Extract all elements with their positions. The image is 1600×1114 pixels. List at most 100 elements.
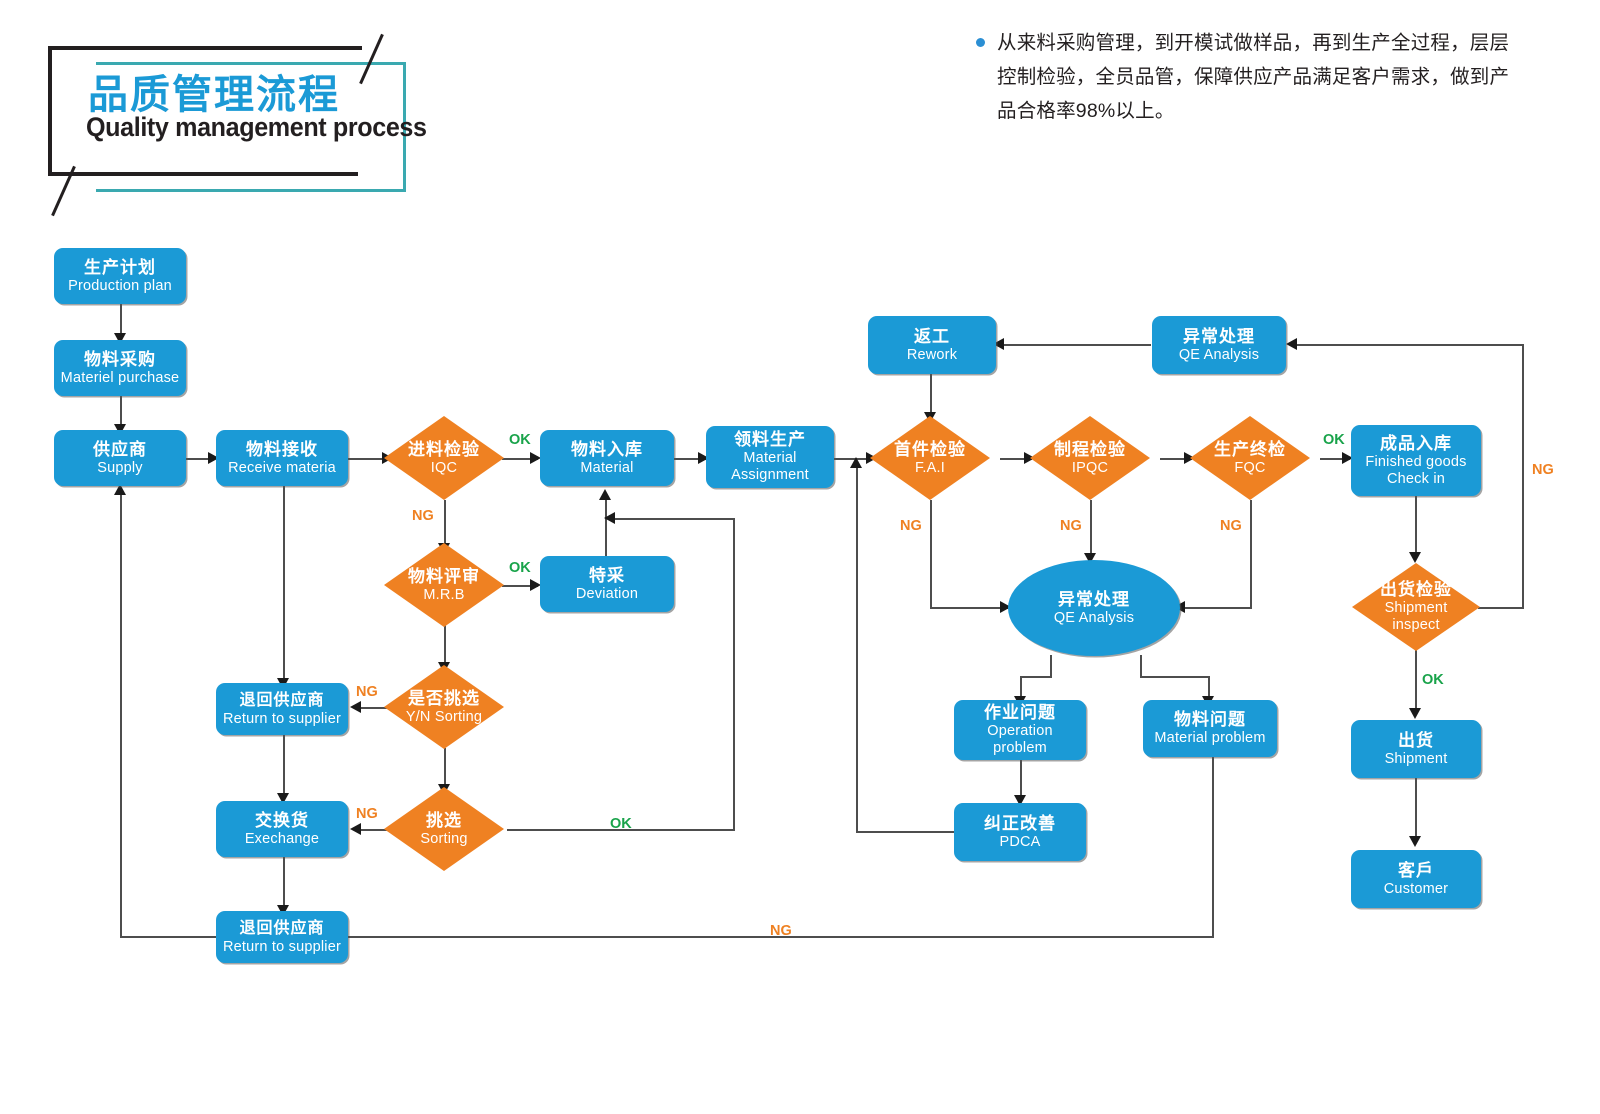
- node-label-en: Material: [580, 459, 634, 476]
- edge-material-assignment: [674, 458, 706, 460]
- edge-receive-return1: [283, 486, 285, 683]
- edge-receive-iqc: [348, 458, 388, 460]
- edge-label-sorting-ok: OK: [610, 816, 632, 832]
- node-label-cn: 返工: [914, 326, 950, 346]
- edge-qe-operation-h: [1020, 676, 1052, 678]
- node-return-supplier-2[interactable]: 退回供应商 Return to supplier: [216, 911, 348, 963]
- node-pdca[interactable]: 纠正改善 PDCA: [954, 803, 1086, 861]
- arrow-left-icon: [993, 337, 1004, 350]
- node-qe-analysis-mid[interactable]: 异常处理 QE Analysis: [1008, 560, 1180, 656]
- arrow-right-icon: [208, 451, 219, 464]
- node-label-en-line1: Operation: [987, 723, 1053, 739]
- node-qe-analysis-top[interactable]: 异常处理 QE Analysis: [1152, 316, 1286, 374]
- node-supply[interactable]: 供应商 Supply: [54, 430, 186, 486]
- edge-shipinspect-ng-h2: [1292, 344, 1524, 346]
- arrow-right-icon: [1184, 451, 1195, 464]
- edge-ynsorting-sorting: [444, 748, 446, 788]
- edge-ynsorting-return1-ng: [356, 707, 390, 709]
- edge-sorting-ok-h2: [612, 518, 735, 520]
- node-label-cn: 供应商: [93, 439, 147, 459]
- node-yn-sorting[interactable]: 是否挑选 Y/N Sorting: [384, 665, 504, 749]
- node-label-en: Shipment: [1384, 750, 1448, 767]
- node-iqc[interactable]: 进料检验 IQC: [384, 416, 504, 500]
- node-label-cn: 进料检验: [408, 439, 480, 459]
- node-label-cn: 领料生产: [734, 430, 806, 449]
- node-material-problem[interactable]: 物料问题 Material problem: [1143, 700, 1277, 757]
- node-rework[interactable]: 返工 Rework: [868, 316, 996, 374]
- edge-deviation-material: [605, 498, 607, 556]
- edge-qe-material-v2: [1208, 676, 1210, 700]
- node-deviation[interactable]: 特采 Deviation: [540, 556, 674, 612]
- node-shipment[interactable]: 出货 Shipment: [1351, 720, 1481, 778]
- node-label-cn: 交换货: [255, 810, 309, 830]
- node-label-en: Production plan: [68, 277, 172, 294]
- page-title-cn: 品质管理流程: [88, 73, 340, 117]
- edge-iqc-mrb-ng: [444, 500, 446, 548]
- arrow-down-icon: [276, 793, 289, 804]
- node-mrb[interactable]: 物料评审 M.R.B: [384, 543, 504, 627]
- node-finished-goods[interactable]: 成品入库 Finished goods Check in: [1351, 425, 1481, 496]
- edge-label-iqc-ok: OK: [509, 432, 531, 448]
- node-material-purchase[interactable]: 物料采购 Materiel purchase: [54, 340, 186, 396]
- edge-operation-pdca: [1020, 760, 1022, 798]
- arrow-right-icon: [1000, 600, 1011, 613]
- node-return-supplier-1[interactable]: 退回供应商 Return to supplier: [216, 683, 348, 735]
- node-operation-problem[interactable]: 作业问题 Operation problem: [954, 700, 1086, 760]
- arrow-up-icon: [849, 457, 862, 468]
- arrow-right-icon: [1342, 451, 1353, 464]
- node-label-cn: 出货检验: [1380, 580, 1452, 599]
- node-label-cn: 退回供应商: [239, 919, 325, 937]
- node-label-en: FQC: [1234, 459, 1266, 476]
- edge-exchange-return2: [283, 857, 285, 909]
- title-frame-dark: [48, 46, 362, 176]
- node-production-plan[interactable]: 生产计划 Production plan: [54, 248, 186, 304]
- arrow-down-icon: [1408, 708, 1421, 719]
- node-exchange[interactable]: 交换货 Exechange: [216, 801, 348, 857]
- page-title-en: Quality management process: [86, 112, 427, 142]
- edge-label-fqc-ok: OK: [1323, 432, 1345, 448]
- node-receive-material[interactable]: 物料接收 Receive materia: [216, 430, 348, 486]
- arrow-down-icon: [1083, 553, 1096, 564]
- edge-label-iqc-ng: NG: [412, 508, 434, 524]
- node-sorting[interactable]: 挑选 Sorting: [384, 787, 504, 871]
- header-note: 从来料采购管理，到开模试做样品，再到生产全过程，层层控制检验，全员品管，保障供应…: [976, 26, 1516, 128]
- node-label-en: IQC: [430, 459, 458, 476]
- node-label-en: IPQC: [1071, 459, 1109, 476]
- node-label-en: Return to supplier: [222, 938, 342, 955]
- node-shipment-inspect[interactable]: 出货检验 Shipment inspect: [1352, 563, 1480, 651]
- arrow-down-icon: [113, 333, 126, 344]
- edge-iqc-material-ok: [502, 458, 538, 460]
- node-label-en: Supply: [97, 459, 143, 476]
- node-label-cn: 生产终检: [1214, 439, 1286, 459]
- node-label-en-line2: Assignment: [731, 467, 809, 483]
- edge-sorting-ok-h: [507, 829, 735, 831]
- node-label-en: QE Analysis: [1178, 346, 1260, 363]
- arrow-right-icon: [698, 451, 709, 464]
- node-label-en: Receive materia: [228, 459, 336, 476]
- node-label-en: Return to supplier: [222, 710, 342, 727]
- node-label-cn: 制程检验: [1054, 439, 1126, 459]
- edge-ipqc-fqc: [1160, 458, 1192, 460]
- node-label-cn: 物料评审: [408, 566, 480, 586]
- arrow-down-icon: [276, 905, 289, 916]
- node-label-en-line1: Finished goods: [1365, 453, 1467, 470]
- edge-fai-ng-h: [930, 607, 1008, 609]
- node-material-in[interactable]: 物料入库 Material: [540, 430, 674, 486]
- node-label-en: M.R.B: [423, 586, 465, 603]
- edge-label-ipqc-ng: NG: [1060, 518, 1082, 534]
- edge-purchase-supply: [120, 396, 122, 428]
- node-customer[interactable]: 客戶 Customer: [1351, 850, 1481, 908]
- node-ipqc[interactable]: 制程检验 IPQC: [1030, 416, 1150, 500]
- edge-shipment-customer: [1415, 778, 1417, 840]
- edge-rework-fai: [930, 374, 932, 416]
- node-label-cn: 出货: [1398, 730, 1434, 750]
- arrow-right-icon: [1024, 451, 1035, 464]
- node-fai[interactable]: 首件检验 F.A.I: [870, 416, 990, 500]
- node-label-cn: 特采: [589, 565, 625, 585]
- edge-supply-receive: [186, 458, 212, 460]
- node-label-cn: 作业问题: [984, 703, 1056, 722]
- node-material-assignment[interactable]: 领料生产 Material Assignment: [706, 426, 834, 488]
- node-label-en: Exechange: [244, 830, 320, 847]
- node-fqc[interactable]: 生产终检 FQC: [1190, 416, 1310, 500]
- node-label-en: Material problem: [1154, 730, 1266, 746]
